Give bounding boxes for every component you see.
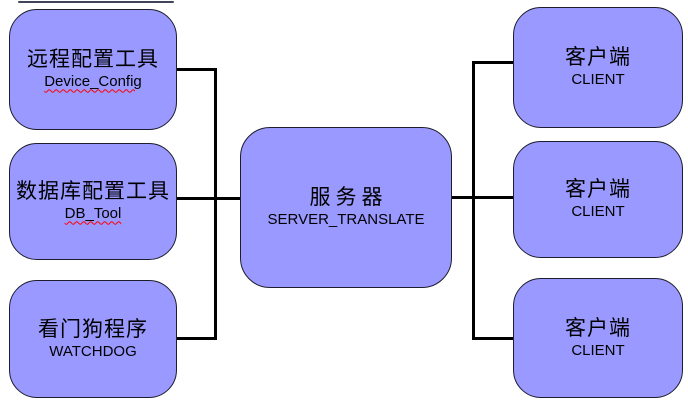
node-remote-config-tool: 远程配置工具 Device_Config	[9, 9, 177, 130]
connector-right-top	[472, 61, 514, 64]
node-title: 服务器	[309, 186, 388, 210]
node-subtitle: CLIENT	[571, 341, 625, 359]
node-title: 看门狗程序	[38, 317, 148, 341]
cropped-box-edge	[18, 1, 174, 3]
node-title: 远程配置工具	[27, 48, 159, 72]
connector-right-vertical	[472, 61, 475, 340]
connector-left-middle	[176, 197, 241, 200]
node-title: 客户端	[565, 316, 631, 340]
node-watchdog: 看门狗程序 WATCHDOG	[9, 280, 177, 398]
node-subtitle: SERVER_TRANSLATE	[267, 211, 425, 229]
node-client-3: 客户端 CLIENT	[513, 278, 683, 398]
node-title: 数据库配置工具	[16, 180, 170, 204]
connector-right-bottom	[472, 337, 514, 340]
node-client-1: 客户端 CLIENT	[513, 7, 683, 128]
node-client-2: 客户端 CLIENT	[513, 141, 683, 258]
node-server: 服务器 SERVER_TRANSLATE	[240, 127, 452, 288]
node-db-config-tool: 数据库配置工具 DB_Tool	[9, 143, 177, 260]
node-subtitle: CLIENT	[571, 71, 625, 89]
node-subtitle: DB_Tool	[64, 205, 122, 223]
connector-left-top	[176, 68, 217, 71]
node-subtitle: WATCHDOG	[49, 342, 137, 360]
node-title: 客户端	[565, 178, 631, 202]
node-title: 客户端	[565, 46, 631, 70]
node-subtitle: Device_Config	[44, 73, 142, 91]
connector-left-vertical	[214, 68, 217, 340]
connector-left-bottom	[176, 337, 217, 340]
node-subtitle: CLIENT	[571, 203, 625, 221]
connector-right-middle	[451, 196, 514, 199]
